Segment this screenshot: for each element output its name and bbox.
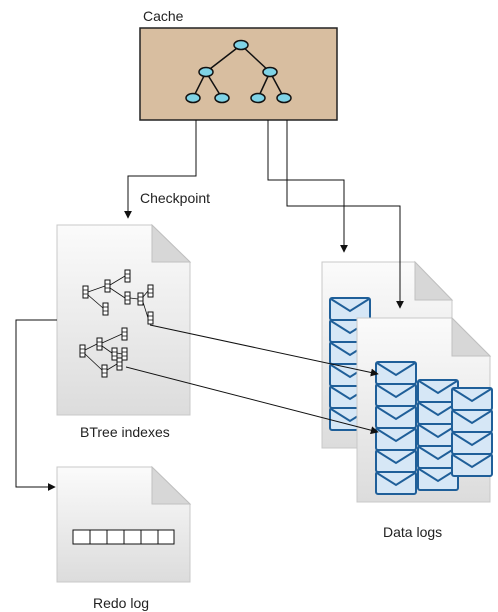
btree-to-data-logs-arrow-2 — [125, 366, 379, 435]
data-logs-document-icon-front — [356, 316, 493, 503]
redo-log-cells — [72, 529, 175, 545]
btree-to-data-logs-arrow-1 — [149, 324, 379, 377]
cache-label: Cache — [143, 8, 184, 24]
checkpoint-arrow — [124, 120, 197, 219]
cache-box — [139, 27, 338, 121]
cache-to-data-logs-arrow-2 — [286, 120, 404, 309]
data-logs-label: Data logs — [383, 524, 443, 540]
redo-log-label: Redo log — [93, 595, 150, 611]
tree-icon — [185, 39, 292, 104]
connectors — [15, 120, 404, 491]
btree-graphic-2 — [79, 327, 128, 378]
btree-graphic-1 — [82, 269, 154, 325]
checkpoint-label: Checkpoint — [140, 190, 211, 206]
cache-to-data-logs-arrow-1 — [267, 120, 348, 253]
btree-document-icon — [56, 223, 192, 416]
btree-to-redo-log-arrow — [15, 319, 57, 491]
btree-indexes-label: BTree indexes — [80, 424, 170, 440]
redo-log-document-icon — [56, 465, 192, 583]
